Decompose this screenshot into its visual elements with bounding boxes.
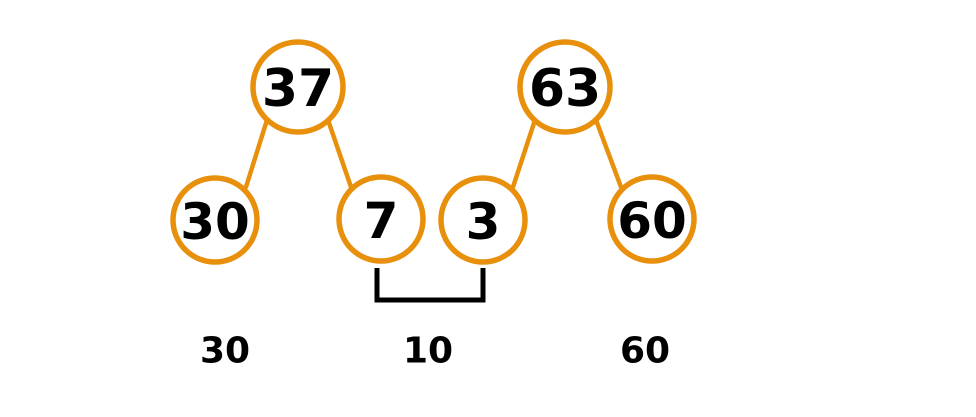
node-label-7: 7 (364, 192, 399, 250)
node-circle-7 (336, 174, 426, 264)
node-circle-60 (607, 174, 697, 264)
node-label-3: 3 (466, 193, 501, 251)
node-circle-63 (517, 39, 613, 135)
node-label-37: 37 (262, 59, 334, 119)
edge-37-30 (243, 117, 270, 190)
node-label-63: 63 (529, 59, 601, 119)
bottom-label-30: 30 (200, 331, 250, 372)
bottom-label-60: 60 (620, 331, 670, 372)
bottom-label-10: 10 (403, 331, 453, 372)
tree-node-63[interactable]: 63 (517, 39, 613, 135)
tree-node-30[interactable]: 30 (170, 175, 260, 265)
edge-37-7 (325, 117, 354, 190)
edge-63-3 (510, 117, 538, 190)
node-circle-3 (438, 175, 528, 265)
node-label-60: 60 (617, 192, 687, 250)
merge-bracket (374, 268, 486, 303)
tree-node-3[interactable]: 3 (438, 175, 528, 265)
edge-group (243, 117, 624, 190)
bottom-label-group: 30 10 60 (200, 331, 670, 372)
tree-node-37[interactable]: 37 (250, 39, 346, 135)
tree-node-60[interactable]: 60 (607, 174, 697, 264)
node-circle-37 (250, 39, 346, 135)
tree-node-7[interactable]: 7 (336, 174, 426, 264)
edge-63-60 (593, 117, 624, 190)
node-circle-30 (170, 175, 260, 265)
node-label-30: 30 (180, 193, 250, 251)
bracket-path-7-3 (374, 268, 486, 303)
